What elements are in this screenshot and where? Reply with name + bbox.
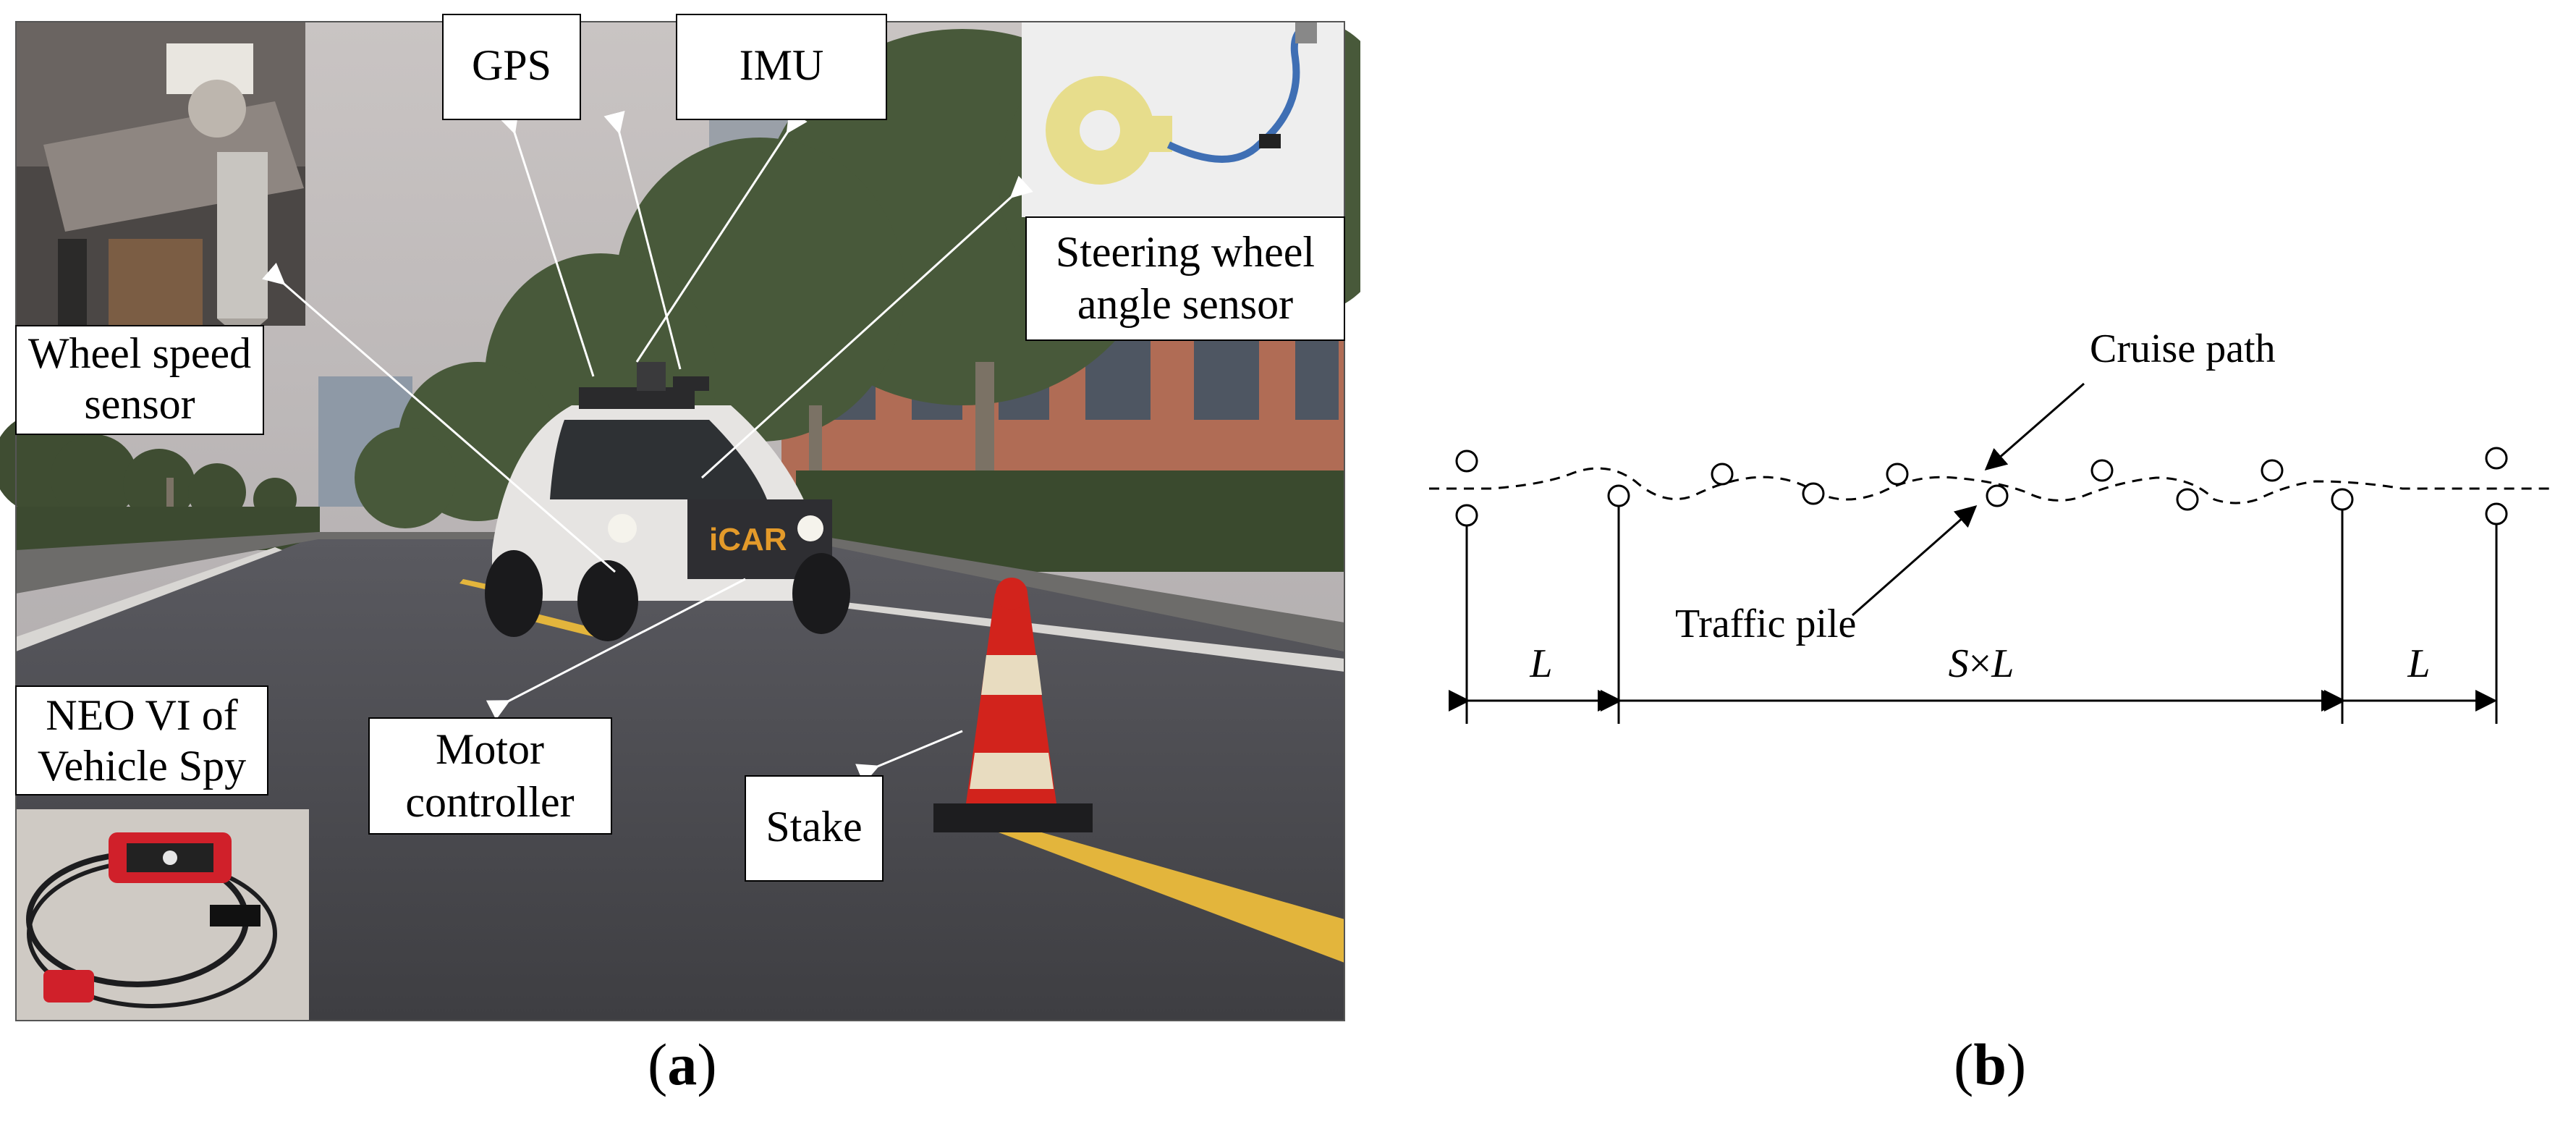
icar-vehicle: iCAR: [485, 362, 850, 641]
lane-line-white: [16, 547, 282, 651]
svg-text:Steering wheel: Steering wheel: [1056, 228, 1315, 276]
traffic-pile-label: Traffic pile: [1675, 602, 1856, 646]
pile: [2261, 459, 2284, 482]
label-motor-controller: Motor controller: [368, 717, 612, 835]
svg-text:GPS: GPS: [472, 41, 551, 89]
traffic-pile-leader: [1852, 505, 1978, 617]
cruise-path-label: Cruise path: [2090, 326, 2276, 371]
cruise-path-line: [1429, 467, 2554, 505]
label-stake: Stake: [745, 775, 884, 882]
cruise-path-leader: [1984, 382, 2085, 470]
pile-end-lower: [2485, 502, 2508, 525]
callout-leaders: [262, 109, 1033, 785]
wheel-speed-sensor-inset: [16, 22, 305, 340]
svg-text:Stake: Stake: [766, 803, 862, 850]
pile: [1986, 484, 2009, 507]
label-neo-vi-vehicle-spy: NEO VI of Vehicle Spy: [15, 685, 268, 795]
svg-text:sensor: sensor: [84, 380, 195, 428]
neo-vi-device-inset: [16, 809, 309, 1021]
pile: [1607, 484, 1630, 507]
car-logo: iCAR: [709, 522, 787, 557]
traffic-piles: [1455, 447, 2508, 527]
pile: [2090, 459, 2114, 482]
svg-text:iCAR: iCAR: [709, 522, 787, 557]
pile: [1886, 463, 1909, 486]
svg-text:NEO VI of: NEO VI of: [46, 691, 238, 739]
panel-a-photo: iCAR: [0, 14, 1360, 1021]
traffic-cone: [933, 578, 1093, 832]
svg-text:Vehicle Spy: Vehicle Spy: [38, 742, 246, 790]
label-wheel-speed-sensor: Wheel speed sensor: [15, 325, 264, 435]
steering-angle-sensor-inset: [1022, 22, 1344, 217]
svg-text:Wheel speed: Wheel speed: [28, 329, 251, 377]
pile: [1711, 463, 1734, 486]
label-steering-wheel-angle-sensor: Steering wheel angle sensor: [1025, 216, 1345, 341]
svg-text:controller: controller: [405, 778, 574, 826]
pile-start-upper: [1455, 449, 1478, 473]
svg-text:Motor: Motor: [436, 725, 544, 773]
dim-label-left: L: [1529, 641, 1552, 686]
dimension-extension-lines: [1465, 506, 2498, 724]
caption-a: (a): [648, 1031, 717, 1097]
pile-end-inner: [2331, 488, 2354, 511]
label-imu: IMU: [676, 14, 887, 120]
label-gps: GPS: [442, 14, 581, 120]
pile-start-lower: [1455, 504, 1478, 527]
lane-line-yellow: [941, 803, 1344, 963]
pile: [1802, 482, 1825, 505]
dim-label-right: L: [2407, 641, 2430, 686]
dim-label-middle: S×L: [1949, 641, 2014, 686]
pile-end-upper: [2485, 447, 2508, 470]
svg-text:IMU: IMU: [740, 41, 824, 89]
caption-b: (b): [1954, 1031, 2027, 1097]
svg-text:angle sensor: angle sensor: [1077, 280, 1293, 328]
pile: [2176, 488, 2199, 511]
